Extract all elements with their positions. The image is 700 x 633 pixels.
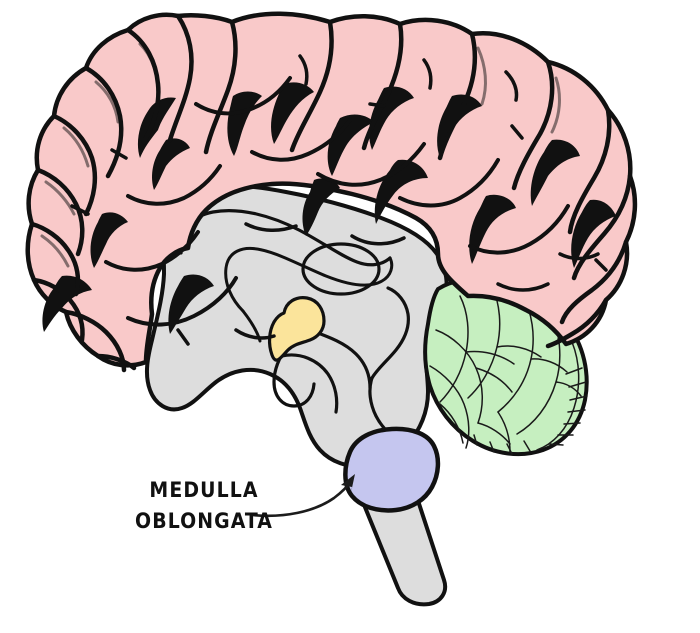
medulla-label-line-2: OBLONGATA (135, 509, 273, 533)
fourth-ventricle-line (280, 353, 339, 414)
medulla-label-line-1: MEDULLA (149, 478, 258, 502)
cerebral-peduncle-line (308, 328, 372, 390)
cerebrum-highlight-lines (40, 42, 561, 268)
medulla-oblongata-group (343, 426, 441, 513)
corpus-callosum-inner-line (224, 246, 394, 313)
midbrain-contour-line (370, 286, 410, 380)
leader-arrowhead (341, 474, 355, 497)
hypothalamus-shape (267, 296, 326, 362)
cerebrum-gyri-lines (29, 13, 633, 373)
thalamus-oval (301, 242, 381, 296)
cerebrum-group (25, 11, 638, 373)
medulla-annotation-group: MEDULLA OBLONGATA (135, 474, 355, 533)
medulla-shape (343, 426, 441, 513)
pituitary-stalk-line (272, 343, 316, 408)
